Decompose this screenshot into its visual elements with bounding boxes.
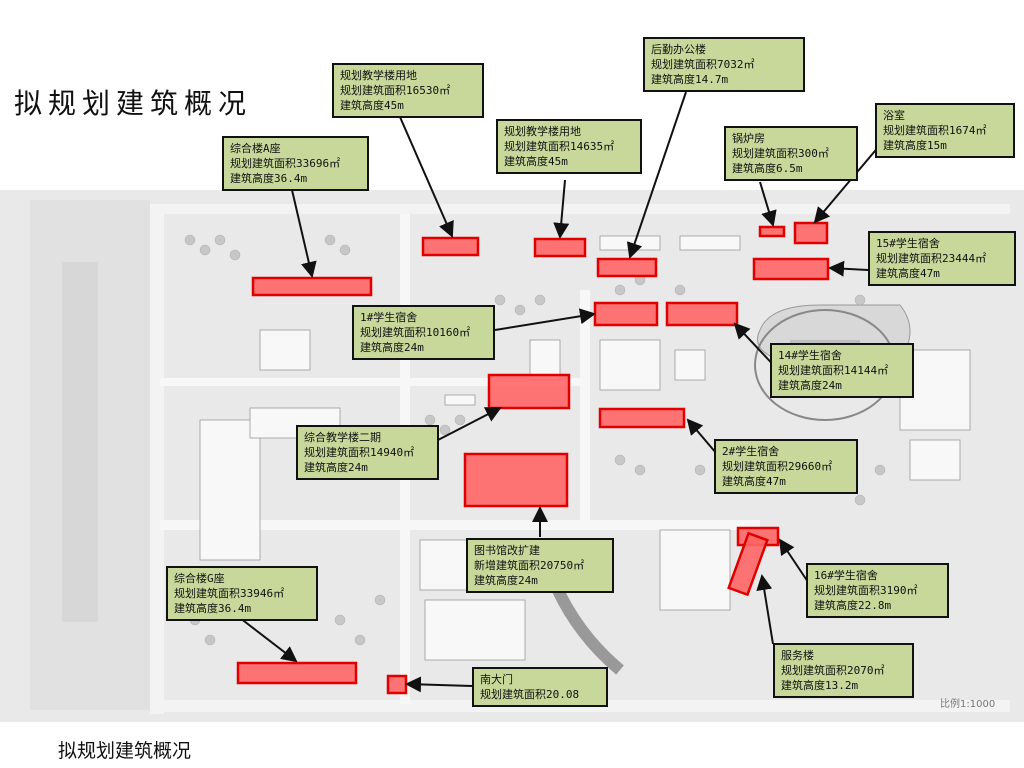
- callout-dorm-15: 15#学生宿舍 规划建筑面积23444㎡ 建筑高度47m: [868, 231, 1016, 286]
- highlight-zonghe-a: [251, 276, 373, 297]
- callout-logistics-office: 后勤办公楼 规划建筑面积7032㎡ 建筑高度14.7m: [643, 37, 805, 92]
- callout-complex-g: 综合楼G座 规划建筑面积33946㎡ 建筑高度36.4m: [166, 566, 318, 621]
- callout-line: 14#学生宿舍: [778, 349, 842, 362]
- highlight-bath: [793, 221, 829, 245]
- highlight-boiler: [758, 225, 786, 238]
- highlight-teaching-2: [533, 237, 587, 258]
- highlight-dorm-15: [752, 257, 830, 281]
- callout-south-gate: 南大门 规划建筑面积20.08: [472, 667, 608, 707]
- callout-line: 后勤办公楼: [651, 43, 706, 56]
- callout-service-building: 服务楼 规划建筑面积2070㎡ 建筑高度13.2m: [773, 643, 914, 698]
- callout-line: 建筑高度22.8m: [814, 599, 892, 612]
- callout-line: 规划教学楼用地: [504, 125, 581, 138]
- highlight-service: [727, 531, 769, 597]
- callout-teaching-phase2: 综合教学楼二期 规划建筑面积14940㎡ 建筑高度24m: [296, 425, 439, 480]
- callout-bathhouse: 浴室 规划建筑面积1674㎡ 建筑高度15m: [875, 103, 1015, 158]
- highlight-zonghe-g: [236, 661, 358, 685]
- callout-line: 建筑高度47m: [722, 475, 786, 488]
- callout-line: 规划建筑面积1674㎡: [883, 124, 987, 137]
- callout-line: 规划建筑面积20.08: [480, 688, 580, 701]
- callout-line: 建筑高度36.4m: [230, 172, 308, 185]
- callout-line: 规划建筑面积14940㎡: [304, 446, 415, 459]
- page-title: 拟规划建筑概况: [14, 87, 253, 120]
- callout-line: 规划建筑面积3190㎡: [814, 584, 918, 597]
- callout-line: 锅炉房: [732, 132, 765, 145]
- callout-line: 建筑高度45m: [340, 99, 404, 112]
- callout-line: 规划建筑面积29660㎡: [722, 460, 833, 473]
- callout-line: 建筑高度47m: [876, 267, 940, 280]
- callout-line: 规划建筑面积33696㎡: [230, 157, 341, 170]
- map-scale-label: 比例1:1000: [940, 697, 995, 710]
- highlight-dorm-14: [665, 301, 739, 327]
- callout-line: 规划建筑面积14144㎡: [778, 364, 889, 377]
- callout-line: 2#学生宿舍: [722, 445, 780, 458]
- callout-line: 综合楼G座: [174, 572, 225, 585]
- callout-line: 综合教学楼二期: [304, 431, 381, 444]
- callout-line: 浴室: [883, 109, 905, 122]
- callout-complex-a: 综合楼A座 规划建筑面积33696㎡ 建筑高度36.4m: [222, 136, 369, 191]
- callout-line: 综合楼A座: [230, 142, 281, 155]
- callout-line: 规划建筑面积300㎡: [732, 147, 829, 160]
- callout-dorm-16: 16#学生宿舍 规划建筑面积3190㎡ 建筑高度22.8m: [806, 563, 949, 618]
- highlight-dorm-1: [593, 301, 659, 327]
- callout-line: 建筑高度45m: [504, 155, 568, 168]
- callout-line: 建筑高度13.2m: [781, 679, 859, 692]
- highlight-dorm-2: [598, 407, 686, 429]
- callout-line: 建筑高度15m: [883, 139, 947, 152]
- callout-line: 规划建筑面积14635㎡: [504, 140, 615, 153]
- highlight-teaching-1: [421, 236, 480, 257]
- footer-caption: 拟规划建筑概况: [58, 740, 192, 762]
- highlight-south-gate: [386, 674, 408, 695]
- callout-teaching-land-2: 规划教学楼用地 规划建筑面积14635㎡ 建筑高度45m: [496, 119, 642, 174]
- callout-line: 南大门: [480, 673, 513, 686]
- callout-teaching-land-1: 规划教学楼用地 规划建筑面积16530㎡ 建筑高度45m: [332, 63, 484, 118]
- callout-line: 15#学生宿舍: [876, 237, 940, 250]
- callout-line: 规划建筑面积16530㎡: [340, 84, 451, 97]
- callout-line: 规划建筑面积2070㎡: [781, 664, 885, 677]
- callout-line: 1#学生宿舍: [360, 311, 418, 324]
- callout-line: 规划教学楼用地: [340, 69, 417, 82]
- callout-line: 服务楼: [781, 649, 814, 662]
- callout-library: 图书馆改扩建 新增建筑面积20750㎡ 建筑高度24m: [466, 538, 614, 593]
- callout-line: 建筑高度36.4m: [174, 602, 252, 615]
- callout-line: 新增建筑面积20750㎡: [474, 559, 585, 572]
- callout-dorm-14: 14#学生宿舍 规划建筑面积14144㎡ 建筑高度24m: [770, 343, 914, 398]
- callout-line: 规划建筑面积7032㎡: [651, 58, 755, 71]
- highlight-library: [463, 452, 569, 508]
- highlight-teaching-phase2: [487, 373, 571, 410]
- highlight-logistics: [596, 257, 658, 278]
- callout-line: 规划建筑面积23444㎡: [876, 252, 987, 265]
- callout-line: 建筑高度24m: [474, 574, 538, 587]
- callout-line: 建筑高度24m: [304, 461, 368, 474]
- callout-boiler-room: 锅炉房 规划建筑面积300㎡ 建筑高度6.5m: [724, 126, 858, 181]
- callout-line: 规划建筑面积33946㎡: [174, 587, 285, 600]
- callout-dorm-1: 1#学生宿舍 规划建筑面积10160㎡ 建筑高度24m: [352, 305, 495, 360]
- callout-line: 规划建筑面积10160㎡: [360, 326, 471, 339]
- callout-line: 图书馆改扩建: [474, 544, 540, 557]
- callout-dorm-2: 2#学生宿舍 规划建筑面积29660㎡ 建筑高度47m: [714, 439, 858, 494]
- callout-line: 建筑高度24m: [778, 379, 842, 392]
- callout-line: 建筑高度24m: [360, 341, 424, 354]
- callout-line: 16#学生宿舍: [814, 569, 878, 582]
- callout-line: 建筑高度14.7m: [651, 73, 729, 86]
- callout-line: 建筑高度6.5m: [732, 162, 803, 175]
